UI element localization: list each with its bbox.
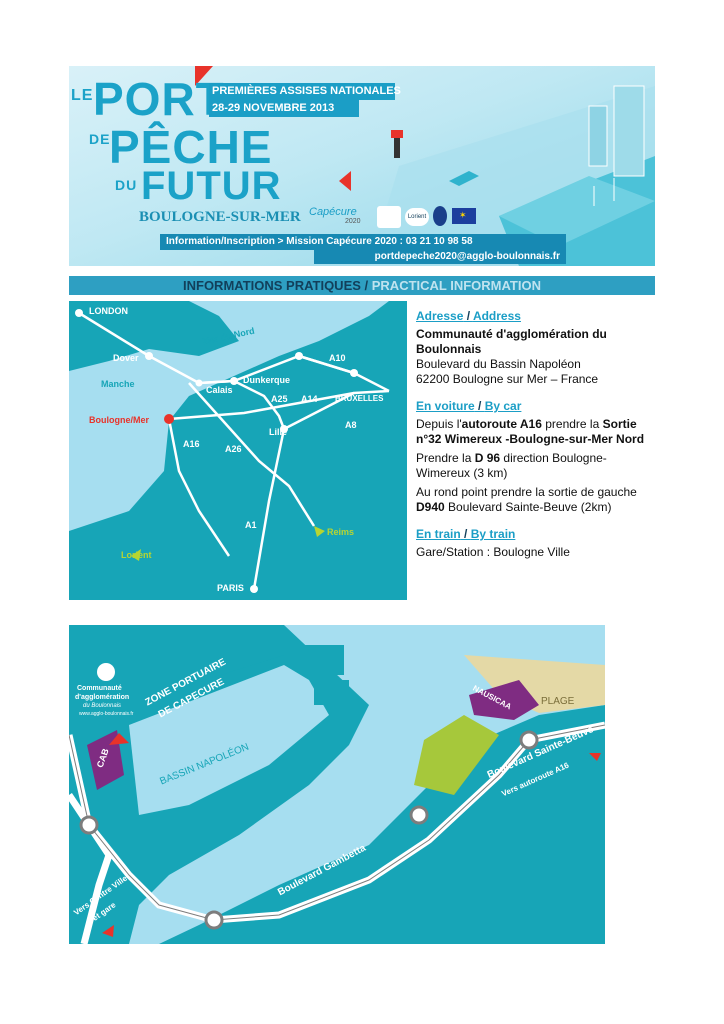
- local-map: Communauté d'agglomération du Boulonnais…: [69, 625, 605, 944]
- label-reims: Reims: [327, 527, 355, 537]
- label-a26: A26: [225, 444, 242, 454]
- train-text: Gare/Station : Boulogne Ville: [416, 545, 570, 559]
- label-calais: Calais: [206, 385, 233, 395]
- label-a25: A25: [271, 394, 288, 404]
- section-title-en: PRACTICAL INFORMATION: [371, 278, 541, 293]
- car-paragraph-1: Depuis l'autoroute A16 prendre la Sortie…: [416, 417, 645, 446]
- region-map-drawing: [69, 301, 407, 600]
- title-port: PORT: [93, 73, 225, 125]
- car-paragraph-3: Au rond point prendre la sortie de gauch…: [416, 485, 637, 514]
- logo-capecure: Capécure 2020: [309, 206, 361, 225]
- org-name: Communauté d'agglomération du Boulonnais: [416, 327, 607, 356]
- event-line-1: PREMIÈRES ASSISES NATIONALES: [212, 85, 401, 97]
- logo-region: [433, 206, 447, 226]
- address-heading: Adresse / Address: [416, 309, 521, 323]
- title-du: DU: [115, 177, 138, 193]
- agglo-logo-icon: [97, 663, 115, 681]
- practical-info: Adresse / Address Communauté d'aggloméra…: [416, 309, 656, 560]
- label-london: LONDON: [89, 306, 128, 316]
- local-map-drawing: [69, 625, 605, 944]
- section-title-bar: INFORMATIONS PRATIQUES / PRACTICAL INFOR…: [69, 276, 655, 295]
- title-city: BOULOGNE-SUR-MER: [139, 209, 301, 225]
- email-line: portdepeche2020@agglo-boulonnais.fr: [314, 250, 566, 264]
- train-heading: En train / By train: [416, 527, 516, 541]
- label-paris: PARIS: [217, 583, 244, 593]
- city: 62200 Boulogne sur Mer – France: [416, 372, 599, 386]
- title-peche: PÊCHE: [109, 121, 273, 173]
- street: Boulevard du Bassin Napoléon: [416, 357, 581, 371]
- logo-lorient: Lorient: [405, 208, 429, 226]
- label-a14: A14: [301, 394, 318, 404]
- label-lorient: Lorient: [121, 550, 152, 560]
- label-a1: A1: [245, 520, 257, 530]
- label-plage: PLAGE: [541, 696, 575, 707]
- label-boulogne: Boulogne/Mer: [89, 415, 149, 425]
- label-a8: A8: [345, 420, 357, 430]
- label-dover: Dover: [113, 353, 139, 363]
- label-a10: A10: [329, 353, 346, 363]
- label-bruxelles: BRUXELLES: [335, 394, 384, 403]
- region-map: LONDON Mer du Nord Dover Manche Calais D…: [69, 301, 407, 600]
- title-de: DE: [89, 131, 111, 147]
- car-heading: En voiture / By car: [416, 399, 522, 413]
- section-title-fr: INFORMATIONS PRATIQUES: [183, 278, 361, 293]
- event-banner: LE PORT DE PÊCHE DU FUTUR BOULOGNE-SUR-M…: [69, 66, 655, 266]
- info-line: Information/Inscription > Mission Capécu…: [160, 234, 566, 250]
- car-paragraph-2: Prendre la D 96 direction Boulogne-Wimer…: [416, 451, 607, 480]
- title-le: LE: [71, 87, 94, 104]
- label-dunkerque: Dunkerque: [243, 375, 291, 385]
- label-a16: A16: [183, 439, 200, 449]
- logo-agglo: [377, 206, 401, 228]
- agglo-logo: Communauté d'agglomération du Boulonnais…: [75, 663, 139, 717]
- label-lille: Lille: [269, 427, 288, 437]
- title-futur: FUTUR: [141, 164, 282, 208]
- event-line-2: 28-29 NOVEMBRE 2013: [212, 102, 335, 114]
- eu-flag-icon: ✶: [452, 208, 476, 224]
- label-manche: Manche: [101, 379, 135, 389]
